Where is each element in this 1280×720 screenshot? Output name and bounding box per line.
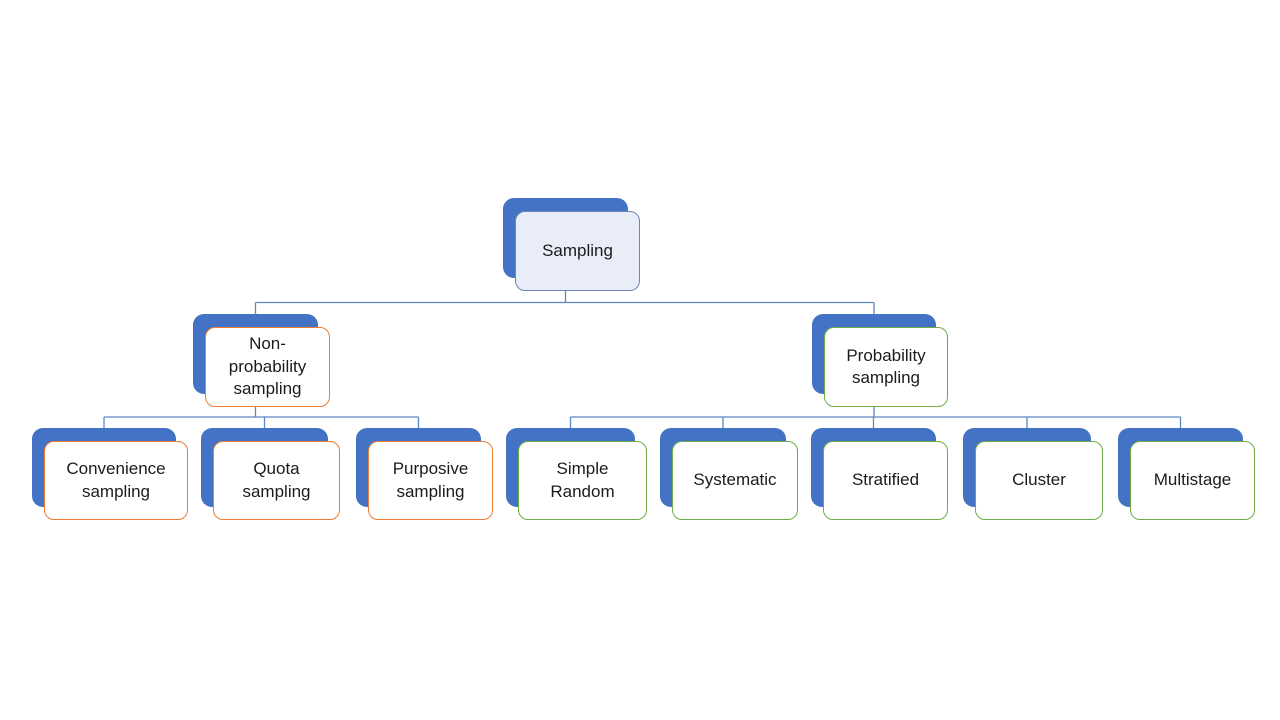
node-label: Sampling	[542, 240, 613, 260]
node-box: Probability sampling	[824, 327, 948, 407]
node-label: Convenience sampling	[66, 459, 166, 501]
node-box: Purposive sampling	[368, 441, 493, 520]
node-label: Simple Random	[550, 459, 615, 501]
node-multistage[interactable]: Multistage	[1118, 428, 1255, 520]
node-probability-sampling[interactable]: Probability sampling	[812, 314, 948, 407]
node-box: Cluster	[975, 441, 1103, 520]
node-purposive-sampling[interactable]: Purposive sampling	[356, 428, 493, 520]
node-box: Non- probability sampling	[205, 327, 330, 407]
node-label: Stratified	[851, 470, 920, 490]
node-box: Quota sampling	[213, 441, 340, 520]
node-cluster[interactable]: Cluster	[963, 428, 1103, 520]
node-label: Non- probability sampling	[228, 334, 307, 399]
node-label: Purposive sampling	[392, 459, 469, 501]
node-label: Cluster	[1012, 470, 1066, 490]
node-box: Simple Random	[518, 441, 647, 520]
node-box: Stratified	[823, 441, 948, 520]
node-box: Convenience sampling	[44, 441, 188, 520]
node-stratified[interactable]: Stratified	[811, 428, 948, 520]
node-label: Systematic	[693, 470, 777, 490]
node-sampling[interactable]: Sampling	[503, 198, 640, 291]
node-box: Systematic	[672, 441, 798, 520]
node-label: Probability sampling	[846, 345, 926, 387]
node-quota-sampling[interactable]: Quota sampling	[201, 428, 340, 520]
node-convenience-sampling[interactable]: Convenience sampling	[32, 428, 188, 520]
node-label: Multistage	[1153, 470, 1232, 490]
node-label: Quota sampling	[242, 459, 311, 501]
node-box: Sampling	[515, 211, 640, 291]
node-box: Multistage	[1130, 441, 1255, 520]
node-non-probability-sampling[interactable]: Non- probability sampling	[193, 314, 330, 407]
node-simple-random[interactable]: Simple Random	[506, 428, 647, 520]
node-systematic[interactable]: Systematic	[660, 428, 798, 520]
